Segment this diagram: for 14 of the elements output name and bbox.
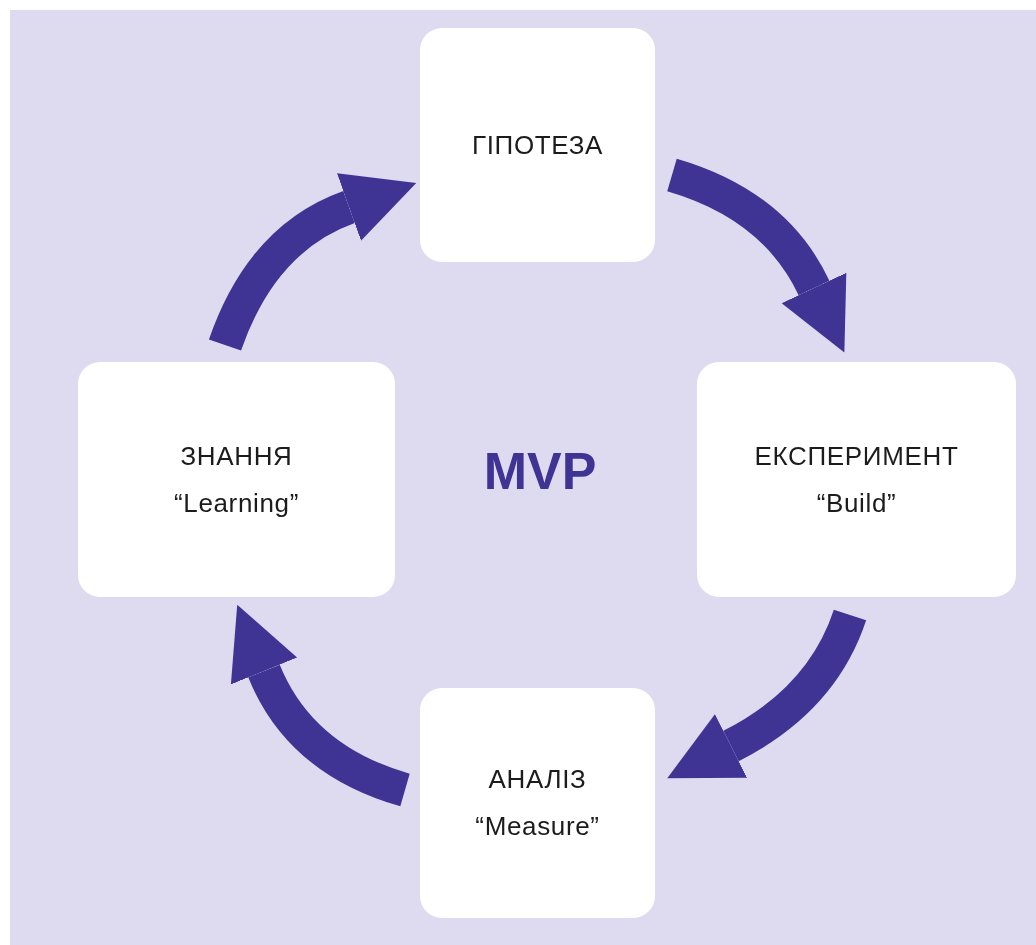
rounded-box [697,362,1016,597]
rounded-box [420,688,655,918]
box-title: ЕКСПЕРИМЕНТ [754,439,959,473]
box-subtitle: “Learning” [174,486,299,520]
curved-arrow [666,158,847,352]
rounded-box [420,28,655,262]
curved-arrow [231,605,411,807]
box-subtitle: “Measure” [475,810,600,843]
rounded-box [78,362,395,597]
box-title: ЗНАННЯ [180,439,293,473]
center-label: MVP [482,445,598,497]
box-subtitle: “Build” [816,486,897,520]
box-title: АНАЛІЗ [488,763,587,796]
box-title: ГІПОТЕЗА [471,128,604,162]
